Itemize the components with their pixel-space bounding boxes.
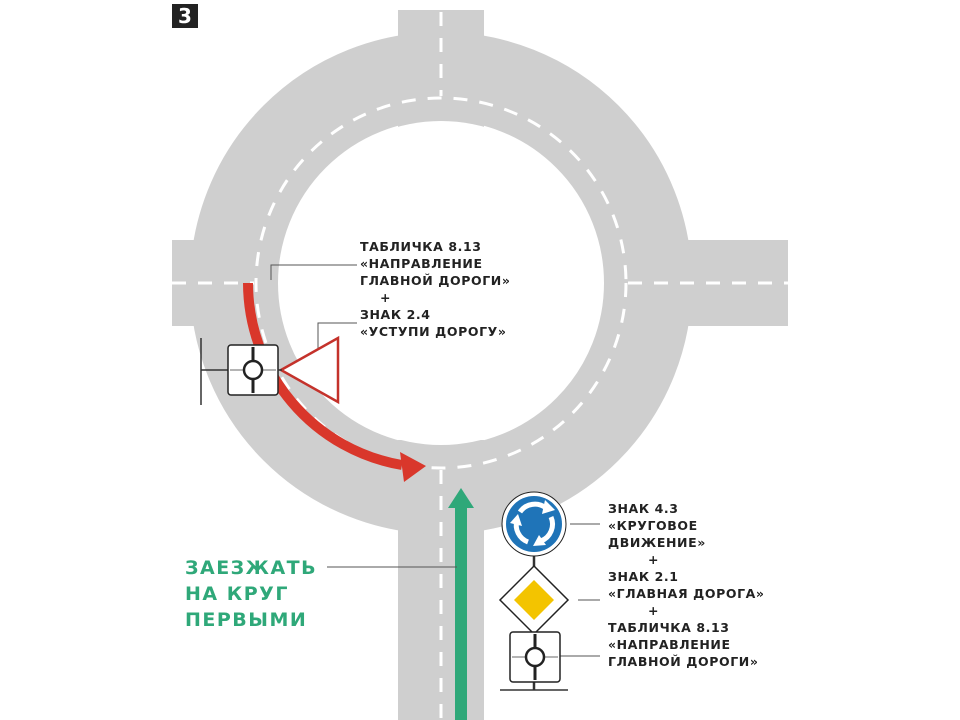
caption-line: «НАПРАВЛЕНИЕ (608, 637, 731, 652)
leader-lines (270, 264, 600, 657)
caption-line: «НАПРАВЛЕНИЕ (360, 256, 483, 271)
caption-line: ЗНАК 4.3 (608, 501, 679, 516)
instruction-line: ПЕРВЫМИ (185, 609, 308, 631)
caption-plus: + (648, 552, 660, 567)
red-ring-arrow (243, 282, 426, 482)
priority-road-diamond-icon (498, 564, 570, 636)
caption-line: ТАБЛИЧКА 8.13 (608, 620, 730, 635)
caption-plus: + (648, 603, 660, 618)
right-sign-assembly (498, 491, 570, 691)
caption-line: ГЛАВНОЙ ДОРОГИ» (360, 273, 511, 288)
lane-markings (172, 12, 790, 720)
roundabout-arrows-icon (501, 491, 567, 557)
caption-line: ЗНАК 2.1 (608, 569, 679, 584)
caption-line: ТАБЛИЧКА 8.13 (360, 239, 482, 254)
yield-triangle-icon (278, 335, 340, 405)
caption-line: ЗНАК 2.4 (360, 307, 431, 322)
main-road-direction-plate-icon (509, 631, 561, 683)
caption-line: ГЛАВНОЙ ДОРОГИ» (608, 654, 759, 669)
figure-number-badge: 3 (172, 4, 198, 28)
right-signs-caption: ЗНАК 4.3 «КРУГОВОЕ ДВИЖЕНИЕ» + ЗНАК 2.1 … (608, 500, 765, 670)
caption-plus: + (380, 290, 392, 305)
caption-line: ДВИЖЕНИЕ» (608, 535, 706, 550)
instruction-line: ЗАЕЗЖАТЬ (185, 557, 318, 579)
green-entry-arrow (448, 488, 474, 720)
left-sign-assembly (200, 335, 340, 405)
instruction-line: НА КРУГ (185, 583, 289, 605)
caption-line: «УСТУПИ ДОРОГУ» (360, 324, 507, 339)
caption-line: «ГЛАВНАЯ ДОРОГА» (608, 586, 765, 601)
central-island (279, 121, 603, 445)
caption-line: «КРУГОВОЕ (608, 518, 698, 533)
left-sign-caption: ТАБЛИЧКА 8.13 «НАПРАВЛЕНИЕ ГЛАВНОЙ ДОРОГ… (360, 238, 511, 340)
ring-centerline (254, 96, 628, 470)
instruction-text: ЗАЕЗЖАТЬ НА КРУГ ПЕРВЫМИ (185, 555, 317, 633)
